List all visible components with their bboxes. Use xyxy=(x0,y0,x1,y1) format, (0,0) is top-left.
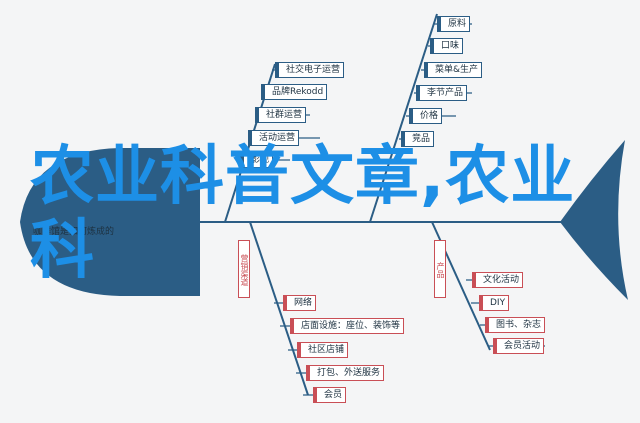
tag-diy: DIY xyxy=(479,295,510,311)
category-products: 产品 xyxy=(434,240,446,298)
tag-network: 网络 xyxy=(283,295,317,311)
tag-brand: 品牌Rekodd xyxy=(261,84,328,100)
tag-menu-production: 菜单&生产 xyxy=(424,62,483,78)
fish-head-label: 咖啡馆是如何炼成的 xyxy=(33,227,115,237)
tag-seasonal-products: 李节产品 xyxy=(416,85,468,101)
tag-activity-ops: 活动运营 xyxy=(248,130,300,146)
tag-social-ops: 社交电子运营 xyxy=(275,62,345,78)
tag-price: 价格 xyxy=(409,108,443,124)
bone-upper-right xyxy=(369,13,438,223)
tag-film: 影视 xyxy=(240,152,274,168)
tag-community-ops: 社群运营 xyxy=(255,107,307,123)
tag-books-magazines: 图书、杂志 xyxy=(485,317,546,333)
fish-tail xyxy=(560,140,628,300)
tag-member-activities: 会员活动 xyxy=(493,338,545,354)
tag-community-stores: 社区店铺 xyxy=(297,342,349,358)
tag-competitors: 竞品 xyxy=(401,131,435,147)
tag-cultural-activities: 文化活动 xyxy=(472,272,524,288)
bone-lower-left xyxy=(249,221,309,396)
headline-overlay: 农业科普文章,农业科 xyxy=(30,140,576,288)
tag-membership: 会员 xyxy=(313,387,347,403)
tag-taste: 口味 xyxy=(430,38,464,54)
tag-ingredients: 原料 xyxy=(437,16,471,32)
category-marketing-channels: 营销渠道 xyxy=(238,240,250,298)
tag-takeout-delivery: 打包、外送服务 xyxy=(306,365,385,381)
tag-store-facilities: 店面设施：座位、装饰等 xyxy=(290,318,405,334)
